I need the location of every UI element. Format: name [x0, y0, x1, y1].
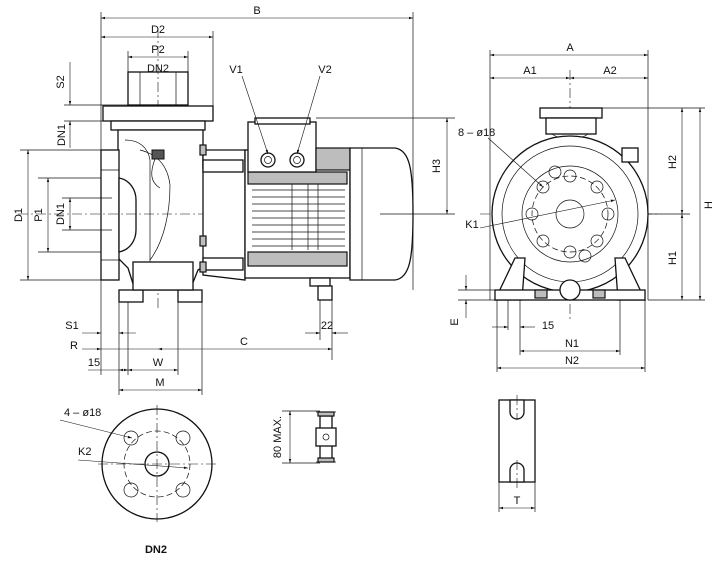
label-D2: D2 [151, 24, 165, 36]
label-H3: H3 [431, 159, 443, 173]
label-S2b: DN1 [56, 124, 68, 146]
label-W: W [153, 357, 164, 369]
label-V1: V1 [229, 64, 242, 76]
flange-caption: DN2 [145, 544, 167, 556]
label-R: R [70, 340, 78, 352]
suction-flange [100, 149, 120, 281]
label-A: A [566, 42, 574, 54]
label-A2: A2 [603, 65, 616, 77]
label-A1: A1 [523, 65, 536, 77]
label-P2: P2 [151, 44, 164, 56]
label-N1: N1 [565, 338, 579, 350]
label-DN2: DN2 [147, 63, 169, 75]
label-E: E [449, 318, 461, 325]
label-H: H [703, 201, 715, 209]
foot-slot-detail [498, 395, 536, 512]
motor-fins [252, 189, 345, 247]
flange-detail [59, 405, 216, 522]
front-view [458, 50, 705, 372]
label-N2: N2 [565, 355, 579, 367]
label-S1: S1 [65, 320, 78, 332]
dimension-labels: B D2 P2 DN2 S2 DN1 V1 V2 H3 D1 P1 DN1 S1… [13, 5, 715, 556]
label-DN1: DN1 [55, 203, 67, 225]
label-B: B [253, 5, 260, 17]
label-80-max: 80 MAX. [272, 416, 284, 458]
side-view [18, 12, 455, 395]
label-P1: P1 [33, 208, 45, 221]
label-M: M [155, 377, 164, 389]
label-K2: K2 [78, 446, 91, 458]
max-detail [282, 410, 337, 464]
label-T: T [514, 495, 521, 507]
label-K1: K1 [465, 219, 478, 231]
label-holes-flange: 4 – ø18 [64, 407, 101, 419]
label-V2: V2 [318, 64, 331, 76]
label-holes-motor: 8 – ø18 [458, 127, 495, 139]
label-S2: S2 [55, 75, 67, 88]
label-22: 22 [321, 320, 333, 332]
label-15-side: 15 [88, 357, 100, 369]
terminal-box [247, 121, 317, 173]
label-15-front: 15 [542, 320, 554, 332]
label-H1: H1 [667, 251, 679, 265]
label-D1: D1 [13, 208, 25, 222]
label-C: C [240, 336, 248, 348]
label-H2: H2 [667, 155, 679, 169]
bolt-holes-motor [525, 165, 615, 263]
